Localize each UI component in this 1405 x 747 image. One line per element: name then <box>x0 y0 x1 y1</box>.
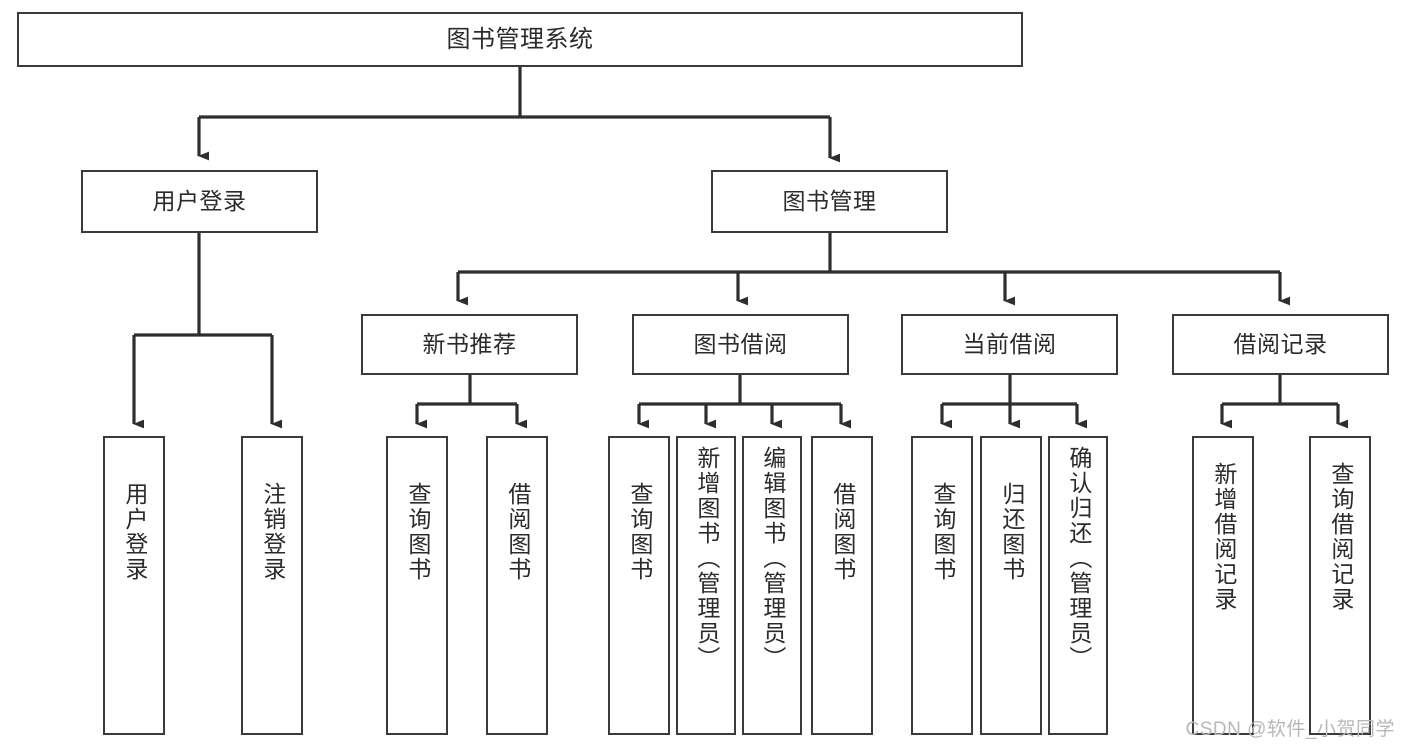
node-current-borrow[interactable]: 当前借阅 <box>901 314 1118 375</box>
node-label: 用户登录 <box>152 188 247 215</box>
node-label: 借阅图书 <box>504 482 531 582</box>
leaf-record-query-record[interactable]: 查询借阅记录 <box>1309 436 1371 735</box>
node-new-book-recommend[interactable]: 新书推荐 <box>361 314 578 375</box>
node-label: 借阅记录 <box>1233 331 1328 358</box>
node-label: 查询图书 <box>404 482 431 582</box>
leaf-record-add-record[interactable]: 新增借阅记录 <box>1192 436 1254 735</box>
node-label: 查询图书 <box>929 482 956 582</box>
node-label: 用户登录 <box>121 482 148 582</box>
node-label: 借阅图书 <box>829 482 856 582</box>
node-borrow-record[interactable]: 借阅记录 <box>1172 314 1389 375</box>
leaf-borrow-query-book[interactable]: 查询图书 <box>608 436 670 735</box>
node-label: 新增图书（管理员） <box>693 446 720 671</box>
node-label: 新增借阅记录 <box>1210 462 1237 612</box>
leaf-recommend-borrow-book[interactable]: 借阅图书 <box>486 436 548 735</box>
node-label: 编辑图书（管理员） <box>759 446 786 671</box>
node-label: 确认归还（管理员） <box>1065 446 1092 671</box>
node-label: 图书管理系统 <box>446 25 594 53</box>
leaf-current-query-book[interactable]: 查询图书 <box>911 436 973 735</box>
node-label: 查询图书 <box>626 482 653 582</box>
csdn-watermark: CSDN @软件_小贺同学 <box>1185 719 1395 740</box>
leaf-borrow-add-book-admin[interactable]: 新增图书（管理员） <box>676 436 736 735</box>
node-label: 新书推荐 <box>422 331 517 358</box>
node-label: 注销登录 <box>259 482 286 582</box>
leaf-borrow-edit-book-admin[interactable]: 编辑图书（管理员） <box>742 436 802 735</box>
node-root-system[interactable]: 图书管理系统 <box>17 12 1023 67</box>
node-book-management[interactable]: 图书管理 <box>711 170 948 233</box>
node-label: 归还图书 <box>998 482 1025 582</box>
node-user-login[interactable]: 用户登录 <box>81 170 318 233</box>
leaf-current-confirm-return-admin[interactable]: 确认归还（管理员） <box>1048 436 1108 735</box>
leaf-current-return-book[interactable]: 归还图书 <box>980 436 1042 735</box>
node-label: 当前借阅 <box>962 331 1057 358</box>
leaf-user-login-login[interactable]: 用户登录 <box>103 436 165 735</box>
node-label: 查询借阅记录 <box>1327 462 1354 612</box>
leaf-borrow-borrow-book[interactable]: 借阅图书 <box>811 436 873 735</box>
leaf-recommend-query-book[interactable]: 查询图书 <box>386 436 448 735</box>
leaf-user-login-logout[interactable]: 注销登录 <box>241 436 303 735</box>
node-label: 图书管理 <box>782 188 877 215</box>
node-label: 图书借阅 <box>693 331 788 358</box>
node-book-borrow[interactable]: 图书借阅 <box>632 314 849 375</box>
